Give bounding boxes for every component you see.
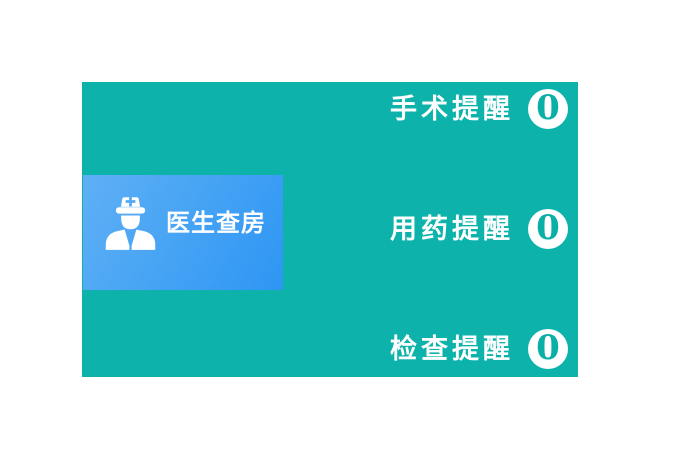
doctor-icon xyxy=(103,192,158,251)
reminder-panel: 医生查房 手术提醒 0 用药提醒 0 检查提醒 0 xyxy=(82,82,578,377)
reminder-row-medication: 用药提醒 0 xyxy=(390,208,568,249)
medication-count-badge: 0 xyxy=(528,208,568,249)
surgery-reminder-label: 手术提醒 xyxy=(390,94,514,124)
medication-reminder-label: 用药提醒 xyxy=(390,214,514,244)
doctor-rounds-card[interactable]: 医生查房 xyxy=(83,175,283,290)
surgery-count-badge: 0 xyxy=(528,88,568,129)
doctor-rounds-label: 医生查房 xyxy=(166,210,266,237)
examination-reminder-label: 检查提醒 xyxy=(390,334,514,364)
reminder-row-examination: 检查提醒 0 xyxy=(390,328,568,369)
reminder-row-surgery: 手术提醒 0 xyxy=(390,88,568,129)
examination-count-badge: 0 xyxy=(528,328,568,369)
